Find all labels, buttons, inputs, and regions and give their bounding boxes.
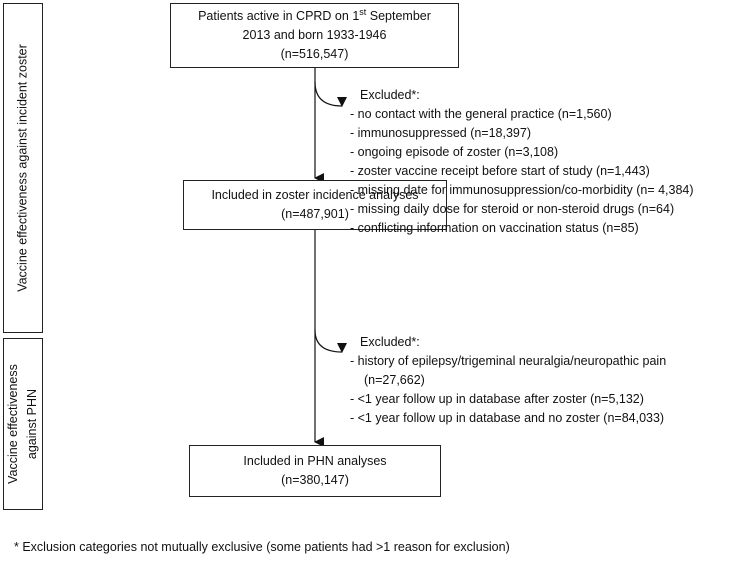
exclusion-item: - history of epilepsy/trigeminal neuralg… xyxy=(350,354,667,368)
start-population-line1: Patients active in CPRD on 1st September xyxy=(198,6,431,23)
zoster-analyses-box: Included in zoster incidence analyses (n… xyxy=(183,180,447,230)
start-population-line2: 2013 and born 1933-1946 xyxy=(242,28,387,42)
exclusion-item: - conflicting information on vaccination… xyxy=(350,221,639,235)
exclusion-item: (n=27,662) xyxy=(364,373,425,387)
exclusion-item: - immunosuppressed (n=18,397) xyxy=(350,126,531,140)
zoster-analyses-count: (n=487,901) xyxy=(281,207,349,221)
exclusion-item: - ongoing episode of zoster (n=3,108) xyxy=(350,145,559,159)
exclusion-item: - missing daily dose for steroid or non-… xyxy=(350,202,675,216)
exclusions-list-1: Excluded*: - no contact with the general… xyxy=(350,86,694,238)
exclusion-branch-1 xyxy=(314,81,348,107)
side-box-phn: Vaccine effectiveness against PHN xyxy=(3,338,43,510)
exclusion-item: - <1 year follow up in database and no z… xyxy=(350,411,665,425)
exclusions-title-2: Excluded*: xyxy=(360,335,420,349)
zoster-analyses-line1: Included in zoster incidence analyses xyxy=(211,188,419,202)
phn-analyses-line1: Included in PHN analyses xyxy=(243,454,387,468)
exclusion-branch-2 xyxy=(314,329,348,353)
phn-analyses-box: Included in PHN analyses (n=380,147) xyxy=(189,445,441,497)
exclusion-item: - zoster vaccine receipt before start of… xyxy=(350,164,650,178)
side-box-zoster: Vaccine effectiveness against incident z… xyxy=(3,3,43,333)
exclusion-item: - missing date for immunosuppression/co-… xyxy=(350,183,694,197)
footnote: * Exclusion categories not mutually excl… xyxy=(14,540,510,554)
start-population-box: Patients active in CPRD on 1st September… xyxy=(170,3,459,68)
exclusions-title-1: Excluded*: xyxy=(360,88,420,102)
exclusion-item: - <1 year follow up in database after zo… xyxy=(350,392,644,406)
phn-analyses-count: (n=380,147) xyxy=(281,473,349,487)
start-population-count: (n=516,547) xyxy=(280,47,349,61)
exclusion-item: - no contact with the general practice (… xyxy=(350,107,612,121)
exclusions-list-2: Excluded*: - history of epilepsy/trigemi… xyxy=(350,333,666,428)
